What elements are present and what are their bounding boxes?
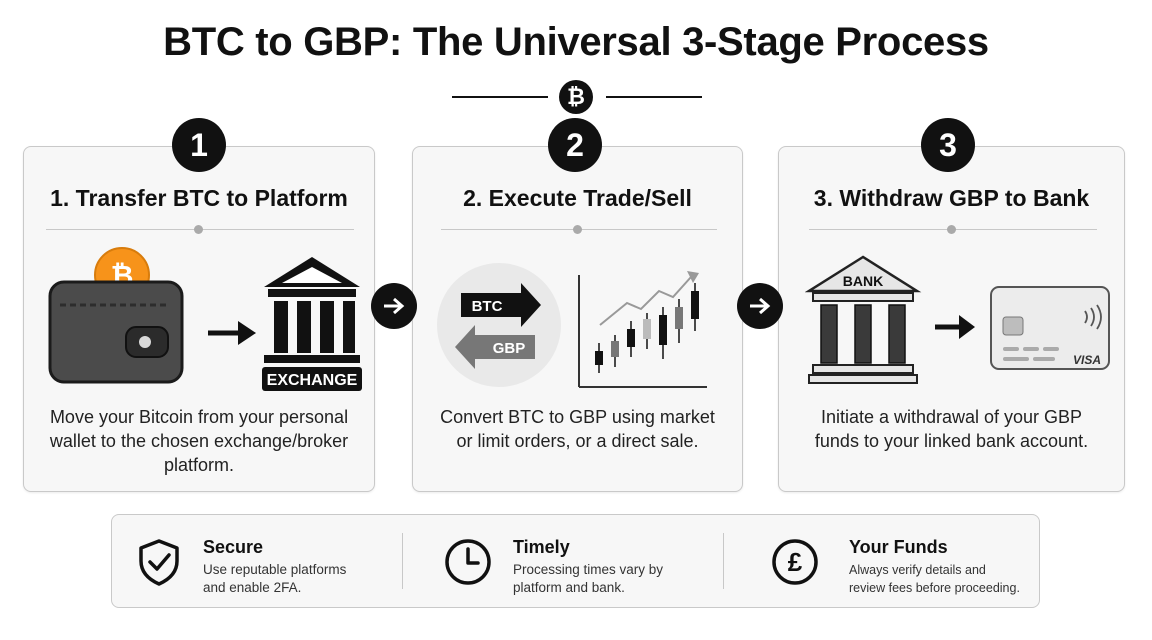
step-1-card: 1. Transfer BTC to Platform ₿ bbox=[23, 146, 375, 492]
svg-text:VISA: VISA bbox=[1073, 353, 1101, 367]
exchange-building-icon bbox=[264, 257, 360, 363]
step-1-title: 1. Transfer BTC to Platform bbox=[50, 185, 348, 211]
step-3-description: Initiate a withdrawal of your GBP funds … bbox=[814, 407, 1089, 451]
svg-text:BANK: BANK bbox=[843, 273, 883, 289]
step-1-illustration: ₿ EXCHANGE bbox=[48, 247, 362, 391]
bank-building-icon: BANK bbox=[805, 255, 922, 384]
bank-card-icon: VISA bbox=[990, 286, 1110, 370]
step-3-card: 3. Withdraw GBP to Bank BANK VISA bbox=[778, 146, 1125, 492]
step-2-card: 2. Execute Trade/Sell BTC GBP Convert BT… bbox=[412, 146, 743, 492]
candlestick-chart-icon bbox=[578, 271, 707, 388]
page-title: BTC to GBP: The Universal 3-Stage Proces… bbox=[163, 20, 989, 64]
step-2-rule-dot bbox=[573, 225, 582, 234]
tip-separator bbox=[402, 533, 403, 589]
step-1-number-badge: 1 bbox=[172, 118, 226, 172]
exchange-label: EXCHANGE bbox=[262, 367, 362, 391]
svg-text:£: £ bbox=[788, 547, 803, 577]
swap-arrows-icon: BTC GBP bbox=[437, 263, 561, 387]
tip-timely-title: Timely bbox=[513, 537, 570, 557]
step-3-rule-dot bbox=[947, 225, 956, 234]
step-connector-arrow-icon bbox=[737, 283, 783, 329]
step-3-number-badge: 3 bbox=[921, 118, 975, 172]
step-2-description: Convert BTC to GBP using market or limit… bbox=[440, 407, 715, 451]
clock-icon bbox=[445, 539, 491, 585]
tip-secure-title: Secure bbox=[203, 537, 264, 557]
svg-text:GBP: GBP bbox=[493, 340, 526, 357]
svg-text:BTC: BTC bbox=[472, 298, 503, 315]
step-connector-arrow-icon bbox=[371, 283, 417, 329]
step-1-rule-dot bbox=[194, 225, 203, 234]
arrow-right-icon bbox=[935, 315, 975, 339]
divider-line-left bbox=[452, 96, 548, 98]
shield-check-icon bbox=[139, 539, 179, 586]
step-3-title: 3. Withdraw GBP to Bank bbox=[813, 185, 1090, 211]
tip-your-funds-title: Your Funds bbox=[849, 537, 948, 557]
arrow-right-icon bbox=[208, 321, 256, 345]
bitcoin-divider-icon: ₿ bbox=[559, 80, 593, 114]
wallet-icon bbox=[48, 280, 184, 384]
divider-line-right bbox=[606, 96, 702, 98]
tip-separator bbox=[723, 533, 724, 589]
pound-icon: £ bbox=[772, 539, 818, 585]
step-3-illustration: BANK VISA bbox=[805, 255, 1110, 384]
step-2-title: 2. Execute Trade/Sell bbox=[463, 185, 692, 211]
step-1-description: Move your Bitcoin from your personal wal… bbox=[49, 407, 349, 475]
svg-text:EXCHANGE: EXCHANGE bbox=[267, 372, 358, 389]
step-2-illustration: BTC GBP bbox=[437, 263, 707, 388]
step-2-number-badge: 2 bbox=[548, 118, 602, 172]
